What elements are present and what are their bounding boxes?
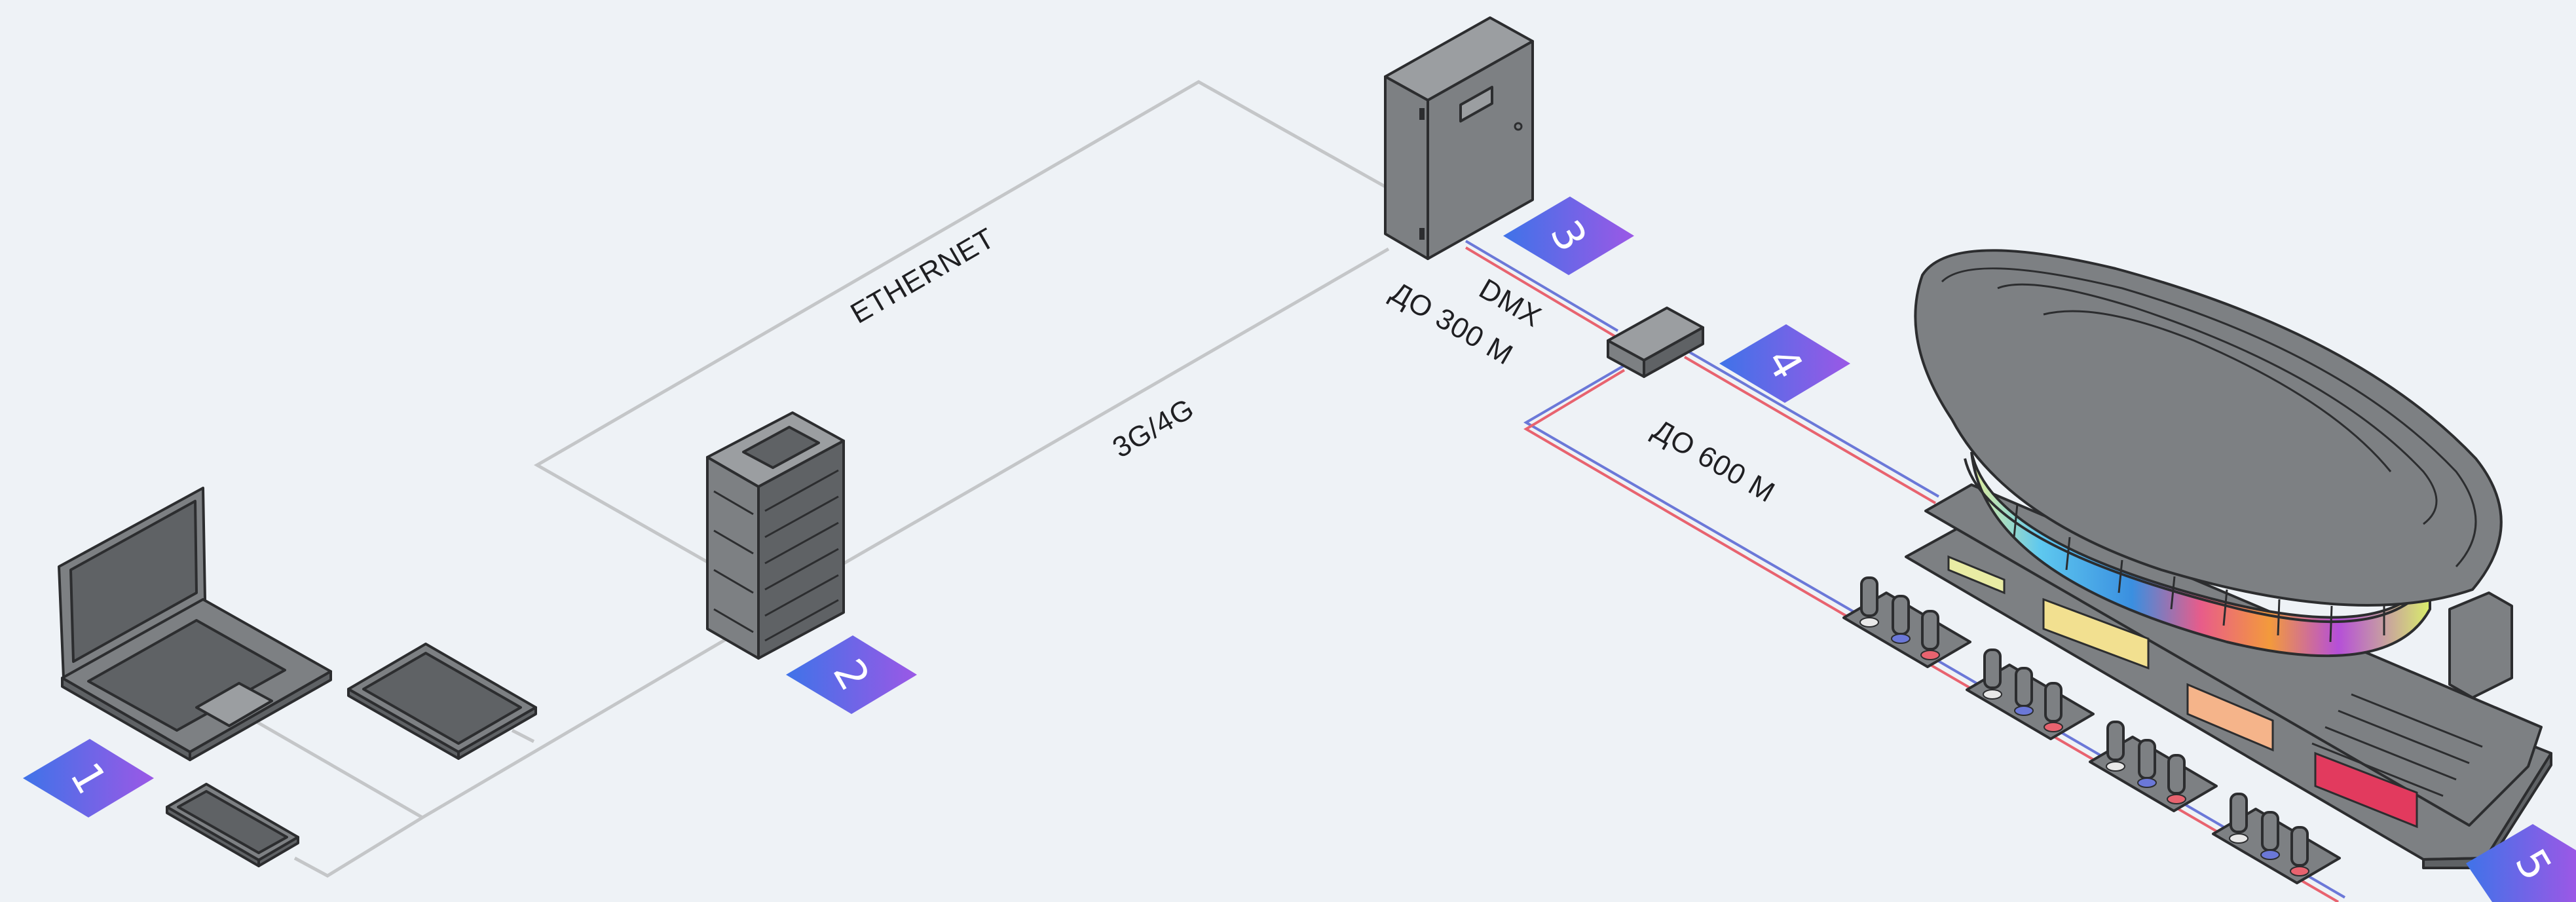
floodlight-icon	[1966, 648, 2095, 740]
dmx-cables	[1465, 240, 2346, 902]
badge-5: 5	[2466, 824, 2576, 902]
floodlight-icon	[2212, 793, 2341, 884]
floodlight-icon	[1842, 576, 1971, 668]
badge-3: 3	[1503, 197, 1634, 275]
badge-2: 2	[786, 635, 917, 714]
ethernet-label: ETHERNET	[846, 222, 1001, 330]
server-rack-icon	[706, 411, 845, 660]
control-cabinet-icon	[1384, 16, 1534, 260]
range-600-label: ДО 600 М	[1647, 413, 1780, 509]
floodlight-icon	[2089, 721, 2218, 812]
floodlight-group	[1842, 576, 2341, 884]
phone-icon	[166, 783, 299, 867]
building-icon	[1905, 249, 2552, 869]
badge-4: 4	[1719, 324, 1850, 403]
laptop-icon	[58, 487, 332, 761]
tablet-icon	[347, 643, 537, 760]
network-wires	[251, 80, 1390, 878]
dmx-splitter-icon	[1607, 307, 1704, 378]
badge-1: 1	[23, 739, 154, 817]
